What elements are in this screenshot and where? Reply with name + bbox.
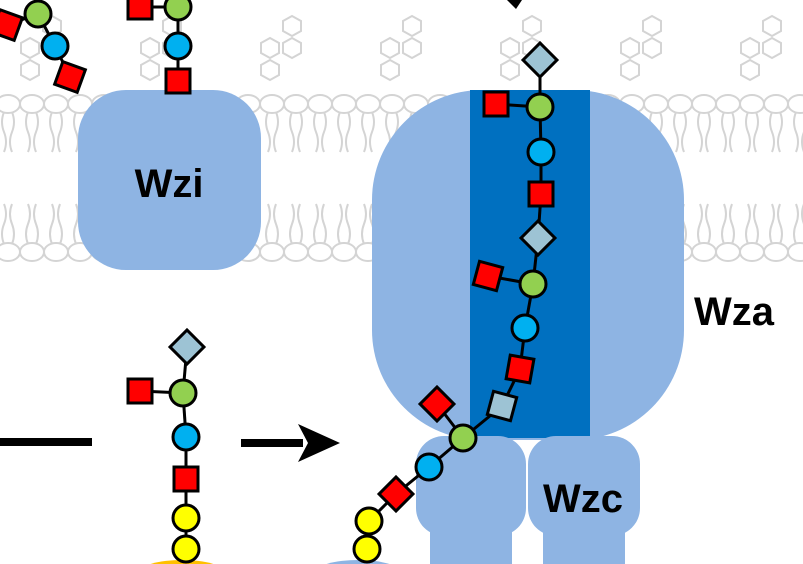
- lipid-anchor-right: [326, 560, 390, 564]
- wzc-protein: Wzc: [416, 436, 640, 564]
- green-circle-sugar: [518, 269, 548, 299]
- yellow-circle-sugar: [171, 503, 201, 533]
- blue-circle-sugar: [40, 31, 70, 61]
- red-square-sugar: [0, 7, 25, 43]
- wzi-protein: Wzi: [78, 90, 261, 270]
- red-square-sugar: [164, 67, 192, 95]
- red-square-sugar: [52, 59, 88, 95]
- yellow-circle-sugar: [354, 506, 384, 536]
- light-blue-diamond-sugar: [520, 40, 560, 80]
- blue-circle-sugar: [171, 422, 201, 452]
- green-circle-sugar: [448, 423, 478, 453]
- wzc-label: Wzc: [543, 477, 623, 521]
- red-square-sugar: [172, 465, 200, 493]
- wza-protein: Wza: [372, 90, 775, 440]
- red-square-sugar: [376, 474, 416, 514]
- wza-label: Wza: [694, 290, 775, 334]
- inhibition-bar: [0, 438, 92, 446]
- red-square-sugar: [417, 384, 457, 424]
- right-arrow-icon: [241, 424, 340, 462]
- green-circle-sugar: [525, 92, 555, 122]
- green-circle-sugar: [168, 378, 198, 408]
- light-blue-diamond-sugar: [485, 389, 519, 423]
- blue-circle-sugar: [526, 137, 556, 167]
- red-square-sugar: [126, 377, 154, 405]
- blue-circle-sugar: [163, 31, 193, 61]
- arrow-tip-top: [507, 0, 522, 9]
- light-blue-diamond-sugar: [167, 327, 207, 367]
- green-circle-sugar: [23, 0, 53, 29]
- blue-circle-sugar: [414, 452, 444, 482]
- red-square-sugar: [527, 180, 555, 208]
- blue-circle-sugar: [510, 313, 540, 343]
- yellow-circle-sugar: [171, 534, 201, 564]
- light-blue-diamond-sugar: [518, 218, 558, 258]
- red-square-sugar: [504, 353, 536, 385]
- wzi-label: Wzi: [135, 162, 204, 206]
- red-square-sugar: [126, 0, 154, 21]
- green-circle-sugar: [163, 0, 193, 22]
- polysaccharide-chains: [0, 0, 560, 564]
- red-square-sugar: [482, 90, 510, 118]
- red-square-sugar: [471, 259, 505, 293]
- yellow-circle-sugar: [352, 534, 382, 564]
